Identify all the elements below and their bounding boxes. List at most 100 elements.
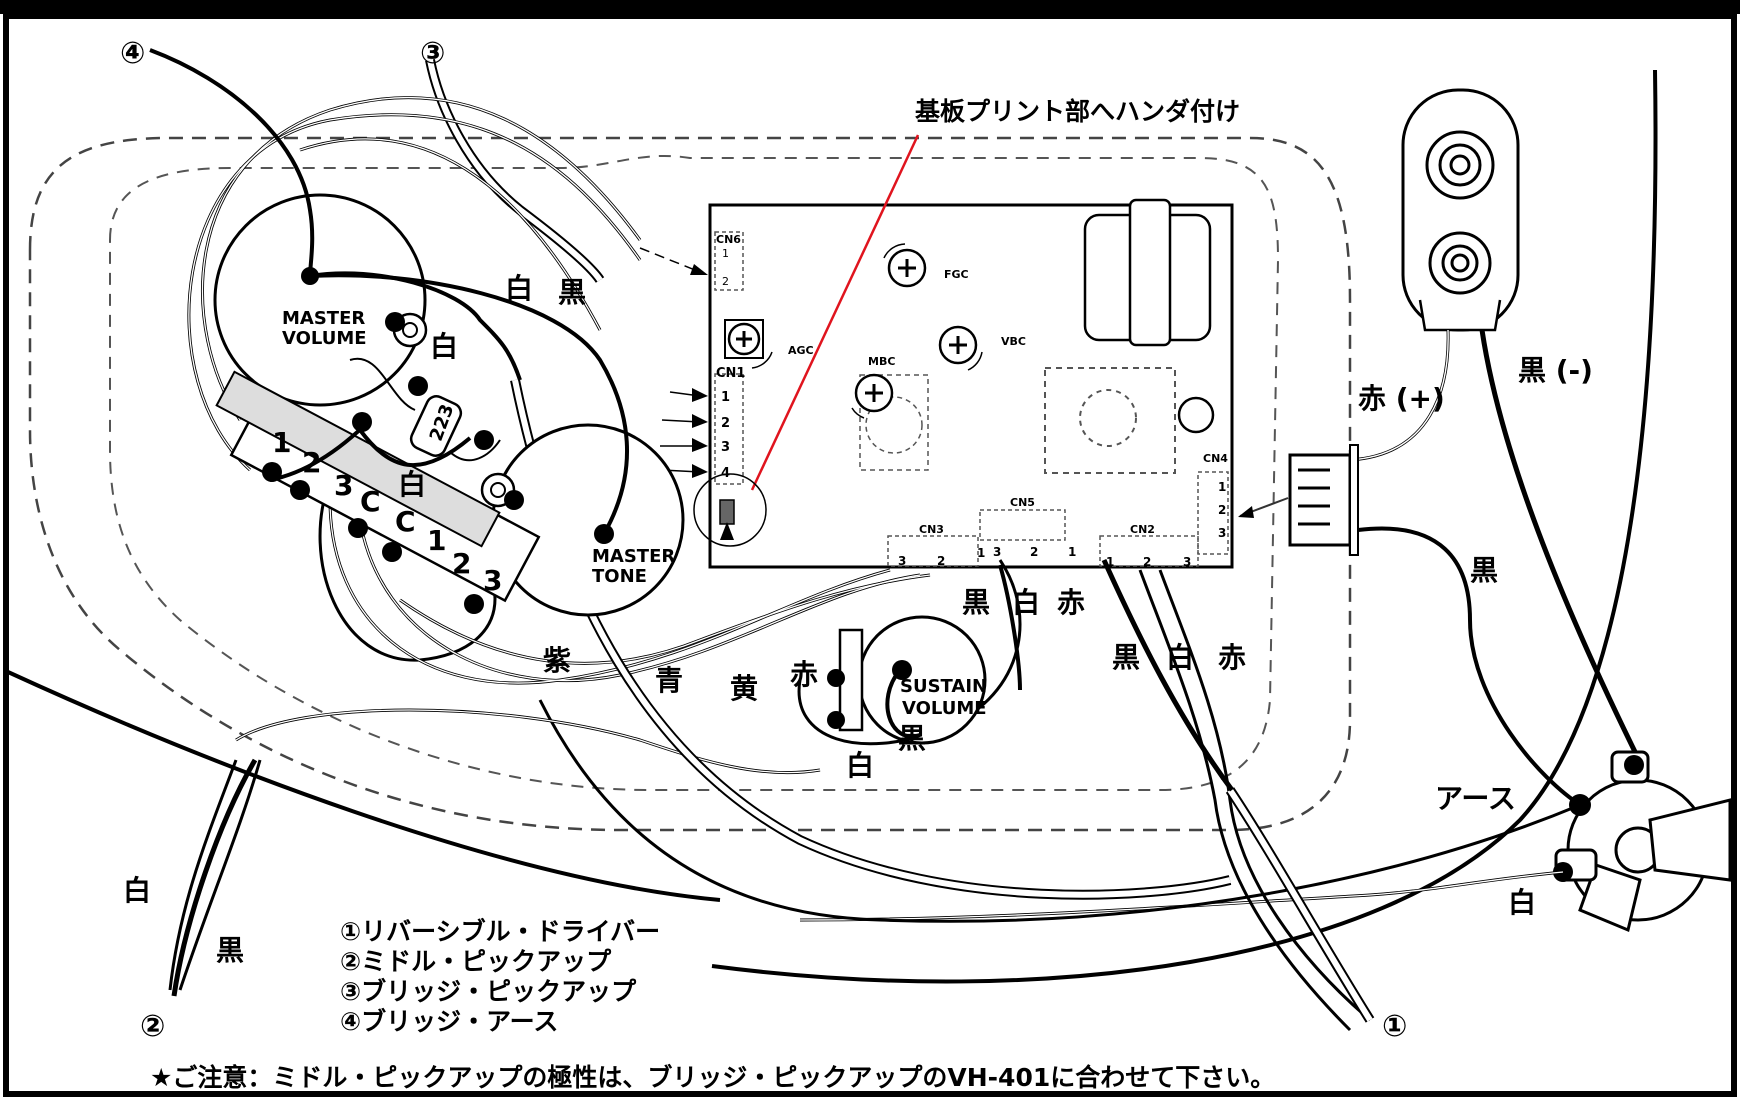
wire-label-black-left: 黒 [216,934,244,967]
legend-item-1: ①リバーシブル・ドライバー [340,917,660,946]
cn5-pin-2: 2 [1030,545,1038,559]
cn1-pin-4: 4 [721,466,730,481]
sustain-volume-label-2: VOLUME [902,698,987,719]
marker-3: ③ [420,36,445,71]
cn2-label: CN2 [1130,523,1155,536]
cn4-pin-2: 2 [1218,503,1226,517]
wire-label-white-top: 白 [505,272,533,305]
cn6-pin-1: 1 [722,247,729,260]
wire-label-red-plus: 赤 (+) [1358,382,1445,415]
wire-label-purple: 紫 [543,644,571,677]
wire-label-white-left: 白 [123,874,151,907]
switch-num-3b: 3 [483,564,502,597]
frame-border [3,13,1737,1097]
wire-battery-black [1479,329,1643,764]
sustain-volume-label-1: SUSTAIN [900,676,987,697]
legend-item-4: ④ブリッジ・アース [340,1007,558,1036]
cn6-pin-2: 2 [722,275,729,288]
cn4-pin-3: 3 [1218,526,1226,540]
wire-label-white-vol: 白 [430,330,458,363]
cable-bridge-pickup [425,59,605,283]
switch-num-2: 2 [302,446,321,479]
output-jack [1553,750,1732,933]
polarity-notice: ★ご注意：ミドル・ピックアップの極性は、ブリッジ・ピックアップのVH-401に合… [150,1063,1275,1092]
wire-label-earth: アース [1435,782,1516,815]
trimmer-fgc [883,243,927,288]
cn6-label: CN6 [716,233,741,246]
wire-label-red-cn5: 赤 [1057,586,1085,619]
wire-label-red-sustain: 赤 [790,658,818,691]
pickup-selector-switch [215,370,541,603]
trimmer-vbc-label: VBC [1001,335,1026,348]
switch-num-1: 1 [272,426,291,459]
wire-label-white-cn2: 白 [1166,641,1194,674]
trimmer-agc [724,319,773,369]
wire-label-black-sustain: 黒 [898,722,926,755]
trimmer-fgc-label: FGC [944,268,969,281]
cn1-pin-3: 3 [721,440,730,455]
marker-4: ④ [120,36,145,71]
battery-snap [1401,88,1520,332]
wire-label-white-cap: 白 [398,468,426,501]
wire-label-black-minus: 黒 (-) [1518,354,1593,387]
wire-earth [538,699,1581,923]
cn5-pin-1b: 1 [1068,545,1076,559]
pcb-board [708,198,1234,569]
wire-label-white-jack: 白 [1508,886,1536,919]
cn5-pin-3: 3 [993,545,1001,559]
cn2-pin-2: 2 [1143,555,1151,569]
marker-2: ② [140,1009,165,1044]
wire-label-white-cn5: 白 [1012,586,1040,619]
wire-label-black-jack: 黒 [1470,554,1498,587]
cn2-pin-3: 3 [1183,555,1191,569]
cn1-arrows [639,247,708,478]
solder-dots [262,267,912,729]
cn1-pin-1: 1 [721,390,730,405]
marker-1: ① [1382,1009,1407,1044]
title-strip [0,0,1740,14]
switch-num-2b: 2 [452,547,471,580]
solder-callout-text: 基板プリント部へハンダ付け [915,97,1240,126]
solder-point-circle [693,473,767,547]
wire-label-red-cn2: 赤 [1218,641,1246,674]
cn1-label: CN1 [716,366,745,381]
body-outline-left [7,670,721,902]
wire-label-black-cn2: 黒 [1112,641,1140,674]
inner-cavity-outline [109,154,1280,791]
wire-label-black-top: 黒 [558,276,586,309]
switch-num-3: 3 [334,469,353,502]
legend-item-3: ③ブリッジ・ピックアップ [340,977,637,1006]
pot-master-volume [213,193,427,407]
cn4-plug [1288,444,1359,556]
cn4-label: CN4 [1203,452,1228,465]
switch-num-c2: C [395,505,416,538]
wire-label-blue: 青 [655,664,683,697]
cn2-pin-1: 1 [1106,555,1114,569]
wire-label-white-sustain: 白 [846,749,874,782]
master-volume-label-2: VOLUME [282,328,367,349]
cn3-label: CN3 [919,523,944,536]
switch-num-1b: 1 [427,524,446,557]
body-outline-right [711,69,1658,984]
master-tone-label-2: TONE [592,566,647,587]
wire-label-black-cn5: 黒 [962,586,990,619]
trimmer-agc-label: AGC [788,344,814,357]
master-tone-label-1: MASTER [592,546,675,567]
trimmer-vbc [938,325,983,371]
wires-black [149,48,1235,997]
legend: ①リバーシブル・ドライバー ②ミドル・ピックアップ ③ブリッジ・ピックアップ ④… [340,917,660,1036]
trimmer-mbc [851,373,894,419]
cn4-pin-1: 1 [1218,480,1226,494]
cn3-pin-3: 3 [898,554,906,568]
cn3-pin-2: 2 [937,554,945,568]
outer-cavity-outline [28,136,1352,832]
cn5-label: CN5 [1010,496,1035,509]
solder-callout-line [750,134,920,491]
legend-item-2: ②ミドル・ピックアップ [340,947,612,976]
cn5-pin-1a: 1 [977,546,985,560]
cn1-pin-2: 2 [721,416,730,431]
switch-num-c1: C [360,485,381,518]
master-volume-label-1: MASTER [282,308,365,329]
